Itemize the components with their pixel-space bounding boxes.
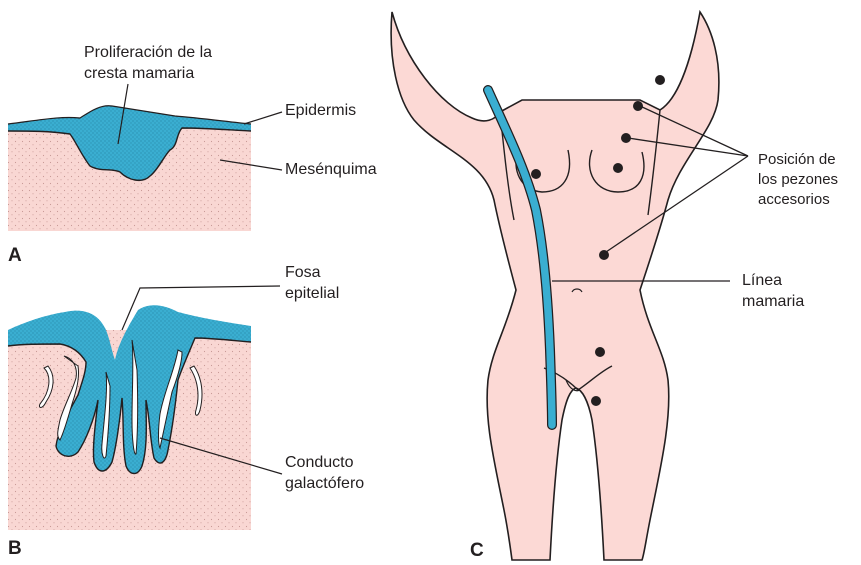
label-posicion-line2: los pezones (758, 170, 838, 190)
label-proliferacion: Proliferación de la cresta mamaria (84, 42, 212, 84)
label-posicion-pezones: Posición de los pezones accesorios (758, 150, 838, 210)
label-linea-line2: mamaria (742, 291, 804, 312)
panel-c-diagram (391, 12, 748, 560)
label-proliferacion-line2: cresta mamaria (84, 63, 212, 84)
panel-b-diagram (8, 286, 282, 530)
label-epidermis: Epidermis (285, 100, 356, 121)
label-posicion-line1: Posición de (758, 150, 838, 170)
nipple-left (613, 163, 623, 173)
label-fosa-line2: epitelial (285, 283, 339, 304)
label-fosa-line1: Fosa (285, 262, 339, 283)
label-mesenquima: Mesénquima (285, 159, 377, 180)
panel-label-c: C (470, 540, 484, 562)
label-linea-mamaria: Línea mamaria (742, 270, 804, 312)
panel-label-a: A (8, 245, 22, 267)
label-linea-line1: Línea (742, 270, 804, 291)
body-silhouette (391, 12, 719, 560)
panel-a-diagram (8, 84, 282, 231)
accessory-nipple-6 (591, 396, 601, 406)
label-conducto-line2: galactófero (285, 473, 364, 494)
accessory-nipple-1 (655, 75, 665, 85)
leader-epidermis (244, 112, 282, 124)
label-proliferacion-line1: Proliferación de la (84, 42, 212, 63)
panel-label-b: B (8, 538, 22, 560)
label-fosa-epitelial: Fosa epitelial (285, 262, 339, 304)
accessory-nipple-5 (595, 347, 605, 357)
nipple-right (531, 169, 541, 179)
label-conducto-line1: Conducto (285, 452, 364, 473)
label-posicion-line3: accesorios (758, 190, 838, 210)
label-conducto-galactofero: Conducto galactófero (285, 452, 364, 494)
